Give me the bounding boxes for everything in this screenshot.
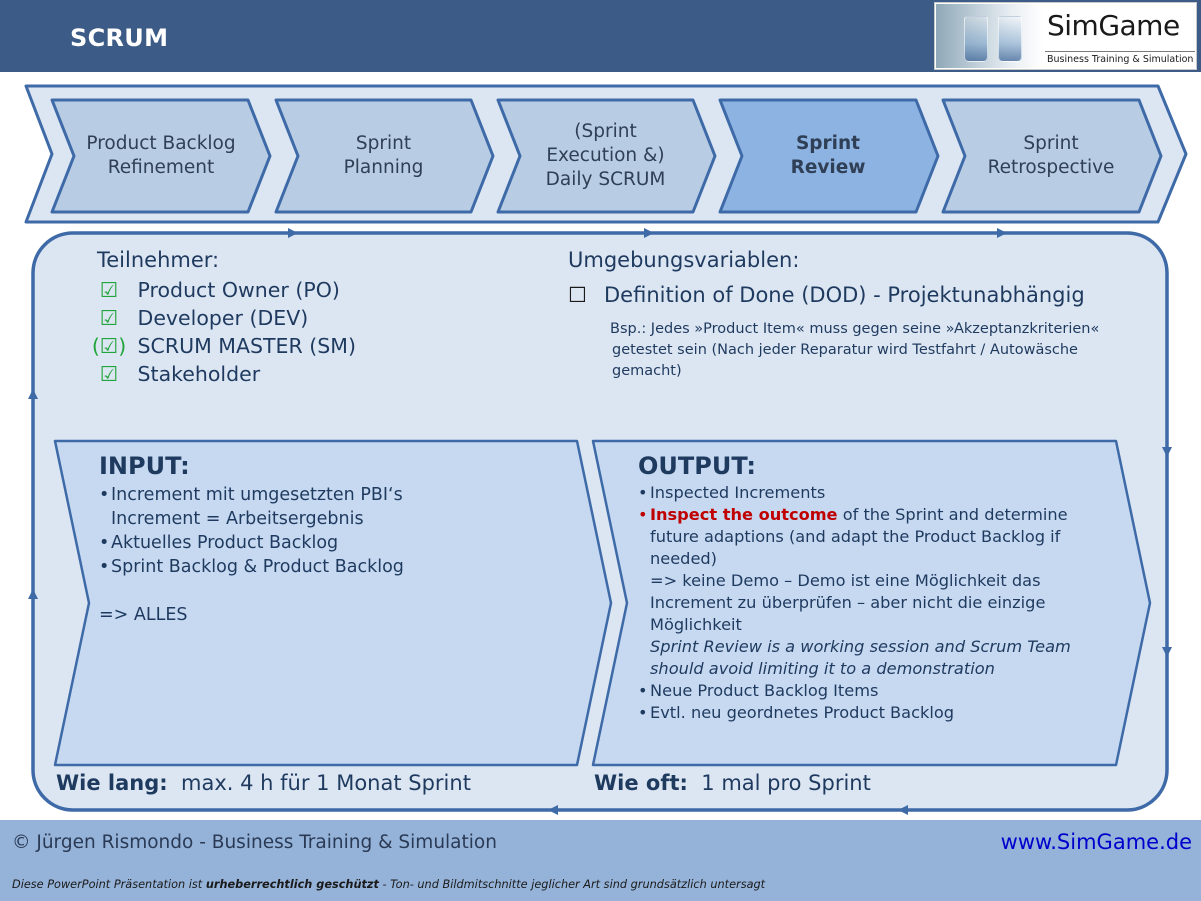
checkbox-empty-icon: ☐ (568, 283, 587, 307)
glass-icon (964, 16, 988, 62)
frequency-row: Wie oft: 1 mal pro Sprint (594, 771, 871, 795)
participant-item: ☑ Stakeholder (87, 360, 356, 388)
logo-divider (1045, 51, 1195, 52)
simgame-logo: SimGame Business Training & Simulation (934, 2, 1197, 70)
frequency-label: Wie oft: (594, 771, 688, 795)
highlight-text: Inspect the outcome (650, 505, 838, 524)
checkbox-checked-icon: (☑) (91, 334, 127, 358)
participant-item: ☑ Product Owner (PO) (87, 276, 356, 304)
list-item: Increment = Arbeitsergebnis (111, 509, 364, 529)
duration-row: Wie lang: max. 4 h für 1 Monat Sprint (56, 771, 471, 795)
input-title: INPUT: (99, 452, 190, 480)
checkbox-checked-icon: ☑ (99, 278, 119, 302)
participant-item: ☑ Developer (DEV) (87, 304, 356, 332)
dod-item: ☐Definition of Done (DOD) - Projektunabh… (568, 283, 1085, 307)
copyright-text: © Jürgen Rismondo - Business Training & … (12, 832, 497, 853)
input-box (53, 439, 613, 767)
diagram-canvas (24, 84, 1188, 815)
list-item-continued: => keine Demo – Demo ist eine Möglichkei… (650, 571, 1041, 590)
website-link[interactable]: www.SimGame.de (1000, 830, 1192, 854)
list-item: •Inspected Increments (638, 483, 826, 502)
chevron-sprint-retrospective (941, 98, 1163, 214)
glass-icon (998, 16, 1022, 62)
list-item: •Sprint Backlog & Product Backlog (99, 557, 404, 577)
list-spacer (99, 579, 404, 603)
list-item: •Neue Product Backlog Items (638, 681, 879, 700)
frequency-value: 1 mal pro Sprint (701, 771, 871, 795)
cycle-arrow-icon (28, 228, 1172, 815)
list-item: => ALLES (99, 605, 188, 625)
list-item-continued: needed) (650, 549, 718, 568)
list-item: •Inspect the outcome of the Sprint and d… (638, 505, 1068, 524)
list-item: •Aktuelles Product Backlog (99, 533, 339, 553)
output-list: •Inspected Increments •Inspect the outco… (638, 482, 1071, 724)
list-item-italic: should avoid limiting it to a demonstrat… (650, 659, 995, 678)
list-item: •Evtl. neu geordnetes Product Backlog (638, 703, 955, 722)
logo-name: SimGame (1047, 9, 1180, 42)
participant-item: (☑) SCRUM MASTER (SM) (87, 332, 356, 360)
list-item-continued: Increment zu überprüfen – aber nicht die… (650, 593, 1046, 612)
checkbox-checked-icon: ☑ (99, 362, 119, 386)
dod-example: Bsp.: Jedes »Product Item« muss gegen se… (610, 321, 1100, 379)
output-title: OUTPUT: (638, 452, 756, 480)
phase-chevrons (50, 98, 1163, 214)
chevron-backlog-refinement (50, 98, 272, 214)
participants-list: ☑ Product Owner (PO) ☑ Developer (DEV) (… (87, 276, 356, 388)
checkbox-checked-icon: ☑ (99, 306, 119, 330)
participants-heading: Teilnehmer: (97, 248, 220, 272)
output-box (591, 439, 1152, 767)
chevron-sprint-review (718, 98, 940, 214)
duration-label: Wie lang: (56, 771, 168, 795)
environment-heading: Umgebungsvariablen: (568, 248, 800, 272)
chevron-sprint-execution (496, 98, 717, 214)
chevron-sprint-planning (274, 98, 495, 214)
list-item-italic: Sprint Review is a working session and S… (650, 637, 1071, 656)
logo-photo (936, 4, 1043, 68)
page-title: SCRUM (70, 24, 169, 52)
list-item-continued: Möglichkeit (650, 615, 742, 634)
duration-value: max. 4 h für 1 Monat Sprint (181, 771, 471, 795)
list-item: •Increment mit umgesetzten PBI‘s (99, 485, 403, 505)
list-item-continued: future adaptions (and adapt the Product … (650, 527, 1061, 546)
disclaimer-text: Diese PowerPoint Präsentation ist urhebe… (12, 878, 766, 891)
input-list: •Increment mit umgesetzten PBI‘s Increme… (99, 483, 404, 627)
footer-bar (0, 820, 1201, 901)
logo-tagline: Business Training & Simulation (1047, 54, 1194, 65)
